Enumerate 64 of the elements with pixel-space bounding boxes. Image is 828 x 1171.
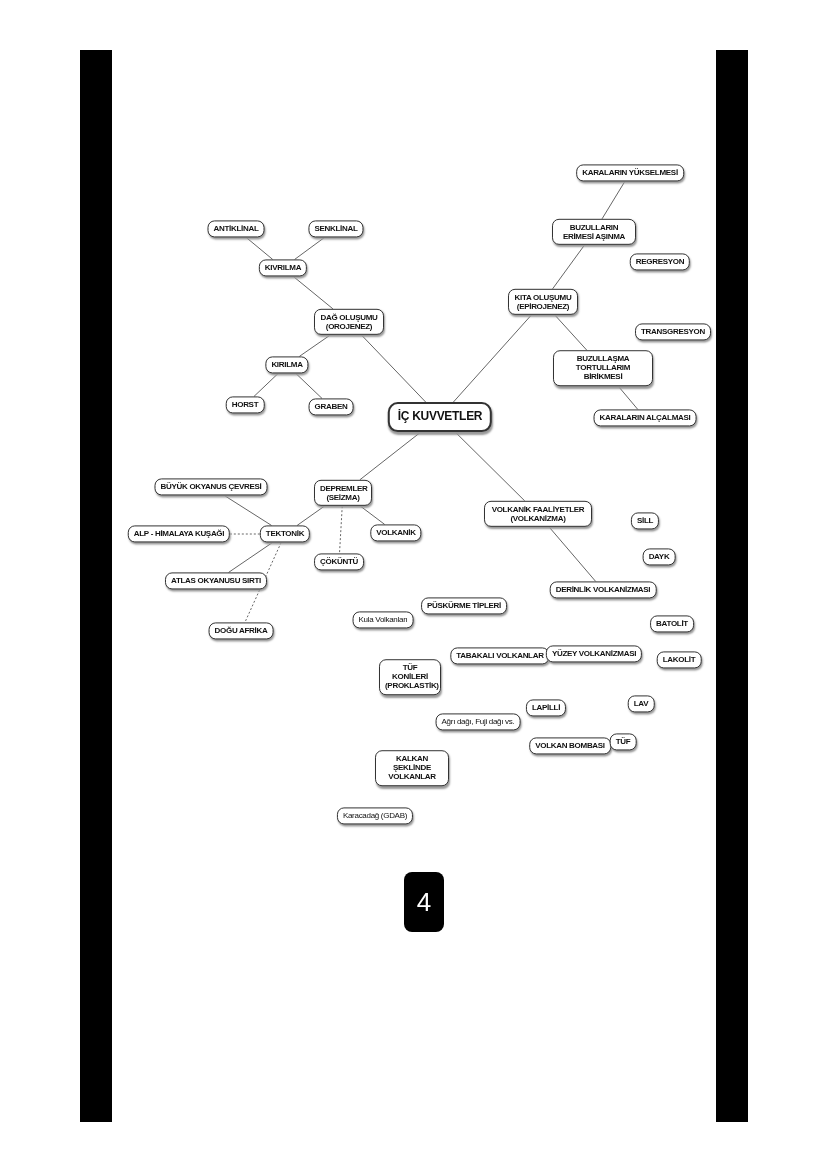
concept-box: KIVRILMA [258,259,308,277]
concept-box: TÜF KONİLERİ (PROKLASTİK) [379,659,441,695]
connector-line [617,385,639,410]
concept-box: TABAKALI VOLKANLAR [450,647,550,665]
concept-box: LAPİLLİ [525,699,567,717]
concept-box: ALP - HİMALAYA KUŞAĞI [127,525,231,543]
concept-box: KIRILMA [265,356,309,374]
connector-line [245,237,274,260]
connector-line [293,276,334,310]
concept-box: DEPREMLER (SEİZMA) [314,479,372,507]
page-number: 4 [404,872,444,932]
concept-box: HORST [225,396,265,414]
concept-box: İÇ KUVVETLER [387,402,493,432]
concept-box: ÇÖKÜNTÜ [314,553,364,571]
concept-box: Ağrı dağı, Fuji dağı vs. [435,713,521,731]
concept-box: DERİNLİK VOLKANİZMASI [549,581,657,599]
concept-box: Karacadağ (GDAB) [336,807,414,825]
connector-line [224,495,272,526]
connector-line [244,542,282,623]
concept-box: VOLKAN BOMBASI [529,737,611,755]
connector-line [601,181,626,220]
connector-line [361,334,427,403]
connector-line [359,431,422,481]
concept-box: BÜYÜK OKYANUS ÇEVRESİ [154,478,268,496]
concept-box: TEKTONİK [259,525,311,543]
concept-box: KARALARIN ALÇALMASI [593,409,697,427]
connector-line [552,244,585,290]
connector-line [253,373,279,397]
concept-box: PÜSKÜRME TİPLERİ [421,597,507,615]
connector-line [554,314,588,351]
concept-box: KALKAN ŞEKLİNDE VOLKANLAR [375,750,449,786]
concept-box: LAKOLİT [656,651,702,669]
connector-line [228,542,273,573]
connector-line [339,505,343,554]
concept-box: BUZULLARIN ERİMESİ AŞINMA [552,218,636,246]
concept-box: GRABEN [308,398,354,416]
concept-box: LAV [627,695,655,713]
connector-line [298,334,331,357]
concept-box: VOLKANİK [370,524,422,542]
concept-box: ATLAS OKYANUSU SIRTI [165,572,267,590]
concept-box: TÜF [609,733,637,751]
connector-line [229,533,261,535]
connector-line [295,373,323,399]
connector-line [296,505,325,526]
concept-box: REGRESYON [629,253,691,271]
concept-box: SİLL [630,512,660,530]
concept-box: Kula Volkanları [352,611,414,629]
concept-box: DOĞU AFRİKA [208,622,274,640]
concept-box: DAYK [642,548,676,566]
concept-box: BUZULLAŞMA TORTULLARIM BİRİKMESİ [553,350,653,386]
connector-line [452,314,532,403]
concept-box: SENKLİNAL [308,220,364,238]
concept-box: KITA OLUŞUMU (EPİROJENEZ) [508,288,578,316]
connector-line [359,505,386,525]
concept-box: ANTİKLİNAL [207,220,265,238]
concept-box: KARALARIN YÜKSELMESİ [576,164,684,182]
concept-box: VOLKANİK FAALİYETLER (VOLKANİZMA) [484,500,592,528]
connector-line [294,237,325,260]
connector-line [548,526,597,582]
connector-line [454,431,526,502]
concept-box: DAĞ OLUŞUMU (OROJENEZ) [314,308,384,336]
concept-box: YÜZEY VOLKANİZMASI [545,645,643,663]
concept-box: BATOLİT [650,615,694,633]
concept-box: TRANSGRESYON [635,323,711,341]
